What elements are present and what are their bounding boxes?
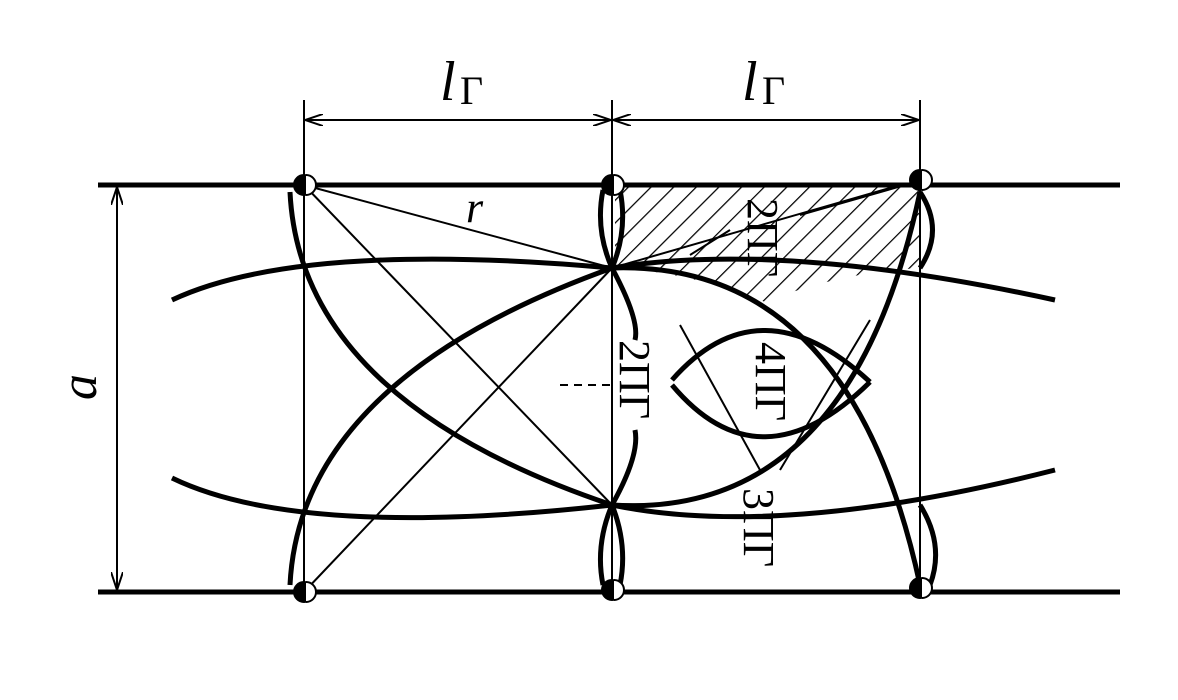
diagonal-line-4 xyxy=(679,324,761,471)
leader-2pg-top xyxy=(689,229,731,256)
label-zone-4: 4ПГ xyxy=(746,342,795,421)
hatched-zone xyxy=(615,185,921,302)
leader-2pg-right xyxy=(799,184,906,216)
label-lg-right-sub: Г xyxy=(762,68,785,113)
diagonal-line-1 xyxy=(303,184,613,506)
label-lg-left: l xyxy=(440,51,456,113)
diagonal-line-2 xyxy=(303,267,613,593)
diagonal-line-3 xyxy=(611,184,901,269)
label-zone-2-top: 2ПГ xyxy=(738,198,787,277)
label-lg-left-sub: Г xyxy=(460,68,483,113)
label-zone-3: 3ПГ xyxy=(734,488,783,567)
label-lg-right: l xyxy=(742,51,758,113)
diagonal-line-5 xyxy=(779,319,871,471)
label-zone-2-middle: 2ПГ xyxy=(610,340,659,419)
radius-line xyxy=(303,184,613,269)
coverage-arcs xyxy=(170,189,1056,586)
label-r: r xyxy=(466,183,484,232)
label-a: a xyxy=(51,374,108,400)
station-markers xyxy=(293,169,933,603)
